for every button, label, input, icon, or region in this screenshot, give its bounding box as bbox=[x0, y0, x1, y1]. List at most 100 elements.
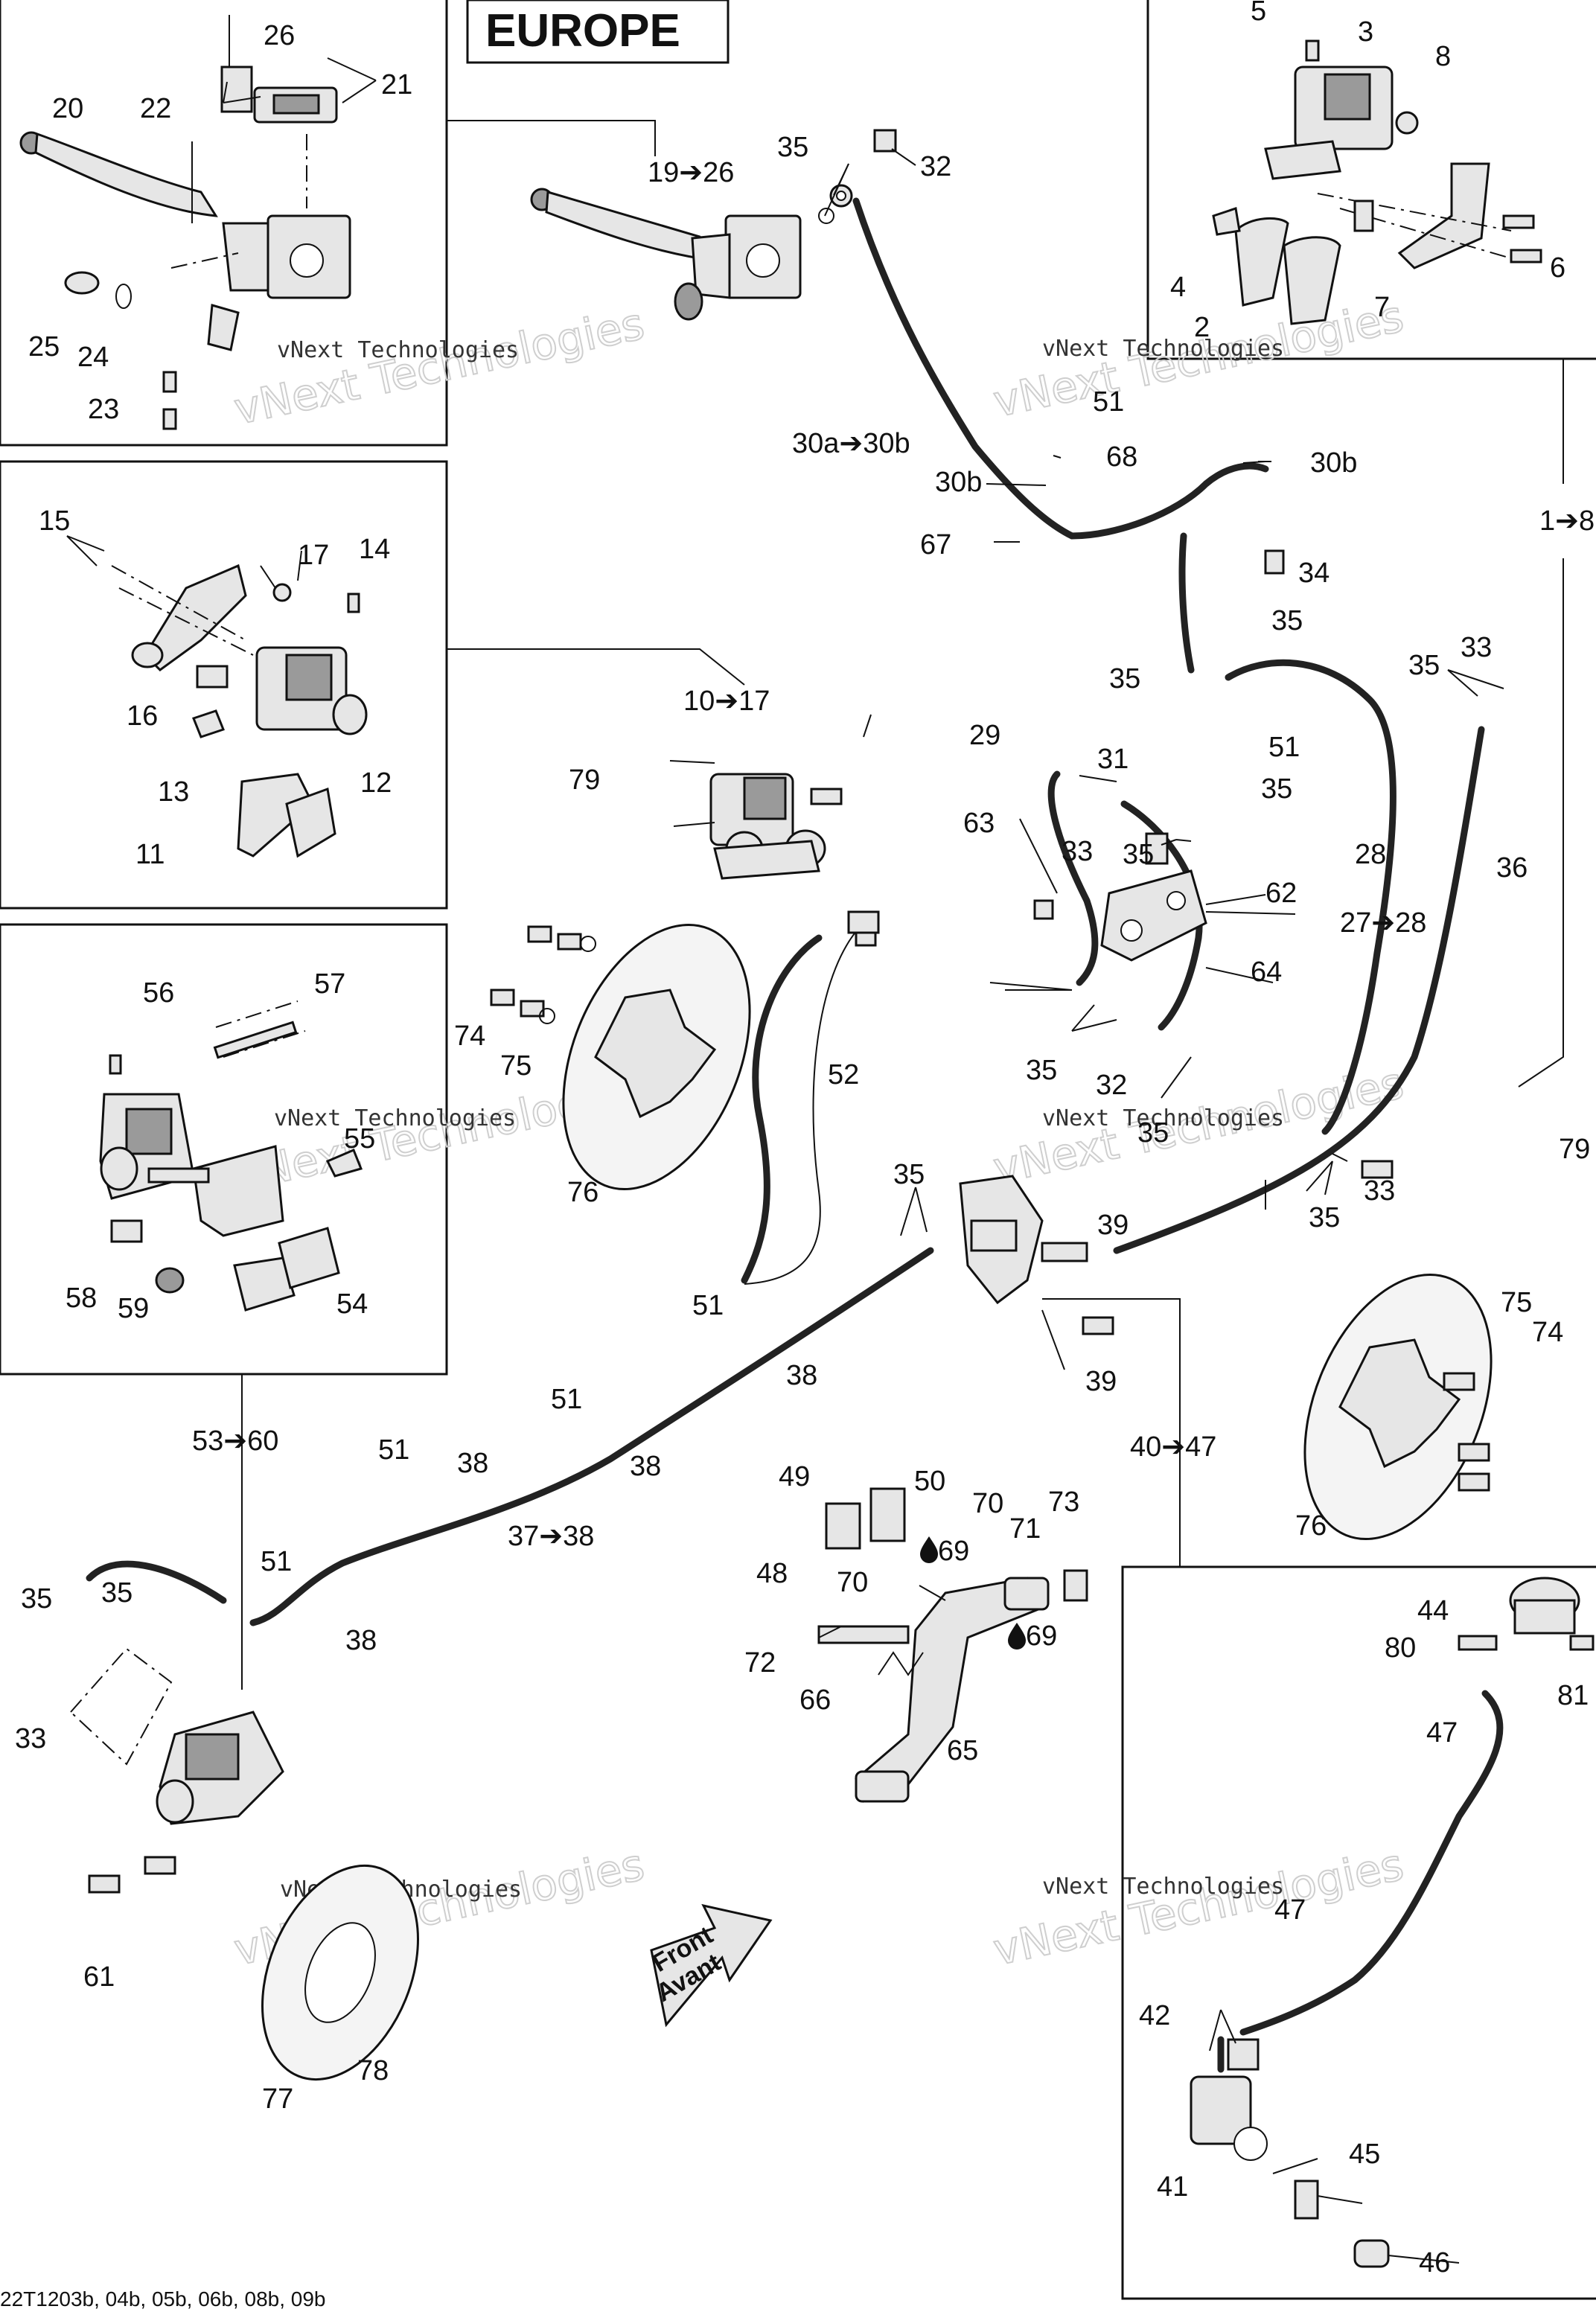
callout-79-a: 79 bbox=[569, 764, 600, 796]
callout-76-b: 76 bbox=[1295, 1510, 1327, 1542]
callout-13: 13 bbox=[158, 776, 189, 808]
center-lever-assembly bbox=[530, 129, 897, 321]
callout-51-b: 51 bbox=[1268, 732, 1300, 763]
callout-47-b: 47 bbox=[1274, 1894, 1306, 1926]
callout-63: 63 bbox=[963, 808, 995, 839]
frame-master-cylinder bbox=[1121, 1565, 1596, 2300]
connector-lines bbox=[241, 120, 1564, 1690]
sensor-connector bbox=[847, 910, 880, 934]
watermark-big-1: vNext Technologies bbox=[230, 298, 648, 435]
junction-block bbox=[1100, 832, 1207, 962]
watermark-small-2: vNext Technologies bbox=[1042, 336, 1284, 362]
sensor-wire bbox=[744, 922, 864, 1285]
callout-45: 45 bbox=[1349, 2139, 1380, 2170]
callout-22: 22 bbox=[140, 93, 171, 124]
callout-39-a: 39 bbox=[1097, 1210, 1129, 1241]
frame-front-caliper bbox=[0, 460, 448, 910]
rear-master-cylinder bbox=[959, 1175, 1114, 1370]
callout-35-f: 35 bbox=[1123, 839, 1154, 870]
callout-12: 12 bbox=[360, 767, 392, 799]
callout-75-b: 75 bbox=[1501, 1287, 1532, 1318]
watermark-big-6: vNext Technologies bbox=[989, 1839, 1408, 1976]
callout-41: 41 bbox=[1157, 2171, 1188, 2203]
callout-24: 24 bbox=[77, 342, 109, 373]
drop-icon bbox=[1008, 1623, 1026, 1650]
callout-31: 31 bbox=[1097, 744, 1129, 775]
watermarks: vNext Technologies vNext Technologies vN… bbox=[229, 290, 1408, 1976]
callout-35-a: 35 bbox=[777, 132, 808, 163]
callout-77: 77 bbox=[262, 2083, 293, 2115]
callout-70-a: 70 bbox=[972, 1488, 1003, 1519]
callout-7: 7 bbox=[1374, 292, 1390, 323]
callout-42: 42 bbox=[1139, 2000, 1170, 2031]
callout-labels: 5 3 8 6 7 4 2 1➔8 26 21 20 22 25 24 23 1… bbox=[15, 0, 1595, 2279]
callout-61: 61 bbox=[83, 1961, 115, 1993]
callout-27-28: 27➔28 bbox=[1340, 907, 1426, 939]
callout-33-d: 33 bbox=[15, 1723, 46, 1754]
left-lever-assembly bbox=[19, 15, 351, 430]
callout-3: 3 bbox=[1358, 16, 1373, 48]
callout-81: 81 bbox=[1557, 1680, 1589, 1711]
callout-36: 36 bbox=[1496, 852, 1528, 884]
callout-30b-b: 30b bbox=[1310, 447, 1357, 479]
callout-78: 78 bbox=[357, 2055, 389, 2086]
callout-73: 73 bbox=[1048, 1486, 1079, 1518]
callout-34: 34 bbox=[1298, 558, 1330, 589]
callout-80: 80 bbox=[1385, 1632, 1416, 1664]
callout-20: 20 bbox=[52, 93, 83, 124]
callout-30a-30b: 30a➔30b bbox=[792, 428, 910, 459]
brake-pedal bbox=[817, 1487, 1088, 1803]
callout-51-a: 51 bbox=[1093, 386, 1124, 418]
callout-75-a: 75 bbox=[500, 1050, 532, 1082]
callout-25: 25 bbox=[28, 331, 60, 363]
callout-35-j: 35 bbox=[1309, 1202, 1340, 1233]
drawing-code: 22T1203b, 04b, 05b, 06b, 08b, 09b bbox=[0, 2287, 326, 2311]
front-caliper-detail bbox=[111, 563, 368, 858]
illustrations: Front Avant bbox=[19, 15, 1595, 2268]
callout-33-b: 33 bbox=[1062, 836, 1093, 867]
rear-caliper-detail bbox=[99, 1000, 363, 1312]
callout-54: 54 bbox=[336, 1288, 368, 1320]
callout-10-17: 10➔17 bbox=[683, 686, 770, 717]
callout-51-e: 51 bbox=[378, 1434, 409, 1466]
frame-rear-caliper bbox=[0, 923, 448, 1376]
diagram-title: EUROPE bbox=[485, 5, 680, 57]
callout-49: 49 bbox=[779, 1461, 810, 1492]
callout-16: 16 bbox=[127, 700, 158, 732]
rear-caliper-lower bbox=[69, 1647, 284, 1894]
callout-8: 8 bbox=[1435, 41, 1451, 72]
callout-38-d: 38 bbox=[345, 1625, 377, 1656]
callout-56: 56 bbox=[143, 977, 174, 1009]
callout-39-b: 39 bbox=[1085, 1366, 1117, 1397]
callout-11: 11 bbox=[135, 839, 165, 870]
callout-30b-a: 30b bbox=[935, 467, 982, 498]
callout-28: 28 bbox=[1355, 839, 1386, 870]
watermark-small-1: vNext Technologies bbox=[277, 337, 519, 363]
callout-17: 17 bbox=[298, 540, 329, 571]
callout-32-b: 32 bbox=[1096, 1070, 1127, 1101]
callout-37-38: 37➔38 bbox=[508, 1521, 594, 1552]
callout-19-26: 19➔26 bbox=[648, 157, 734, 188]
callout-59: 59 bbox=[118, 1293, 149, 1324]
callout-71: 71 bbox=[1009, 1513, 1041, 1545]
callout-21: 21 bbox=[381, 69, 412, 100]
small-hardware bbox=[490, 549, 1490, 1492]
callout-35-d: 35 bbox=[1261, 773, 1292, 805]
watermark-small-6: vNext Technologies bbox=[1042, 1874, 1284, 1900]
brake-hoses bbox=[86, 197, 1504, 2073]
callout-1-8: 1➔8 bbox=[1539, 505, 1595, 537]
drop-icons bbox=[920, 1536, 1026, 1650]
callout-26: 26 bbox=[264, 20, 295, 51]
callout-15: 15 bbox=[39, 505, 70, 537]
callout-35-l: 35 bbox=[101, 1577, 133, 1609]
callout-33-c: 33 bbox=[1364, 1175, 1395, 1207]
callout-57: 57 bbox=[314, 968, 345, 1000]
callout-76-a: 76 bbox=[567, 1177, 598, 1208]
callout-33-a: 33 bbox=[1461, 632, 1492, 663]
callout-74-b: 74 bbox=[1532, 1317, 1563, 1348]
callout-79-b: 79 bbox=[1559, 1134, 1590, 1165]
title-box bbox=[466, 0, 730, 64]
callout-38-a: 38 bbox=[786, 1360, 817, 1391]
callout-29: 29 bbox=[969, 720, 1000, 751]
